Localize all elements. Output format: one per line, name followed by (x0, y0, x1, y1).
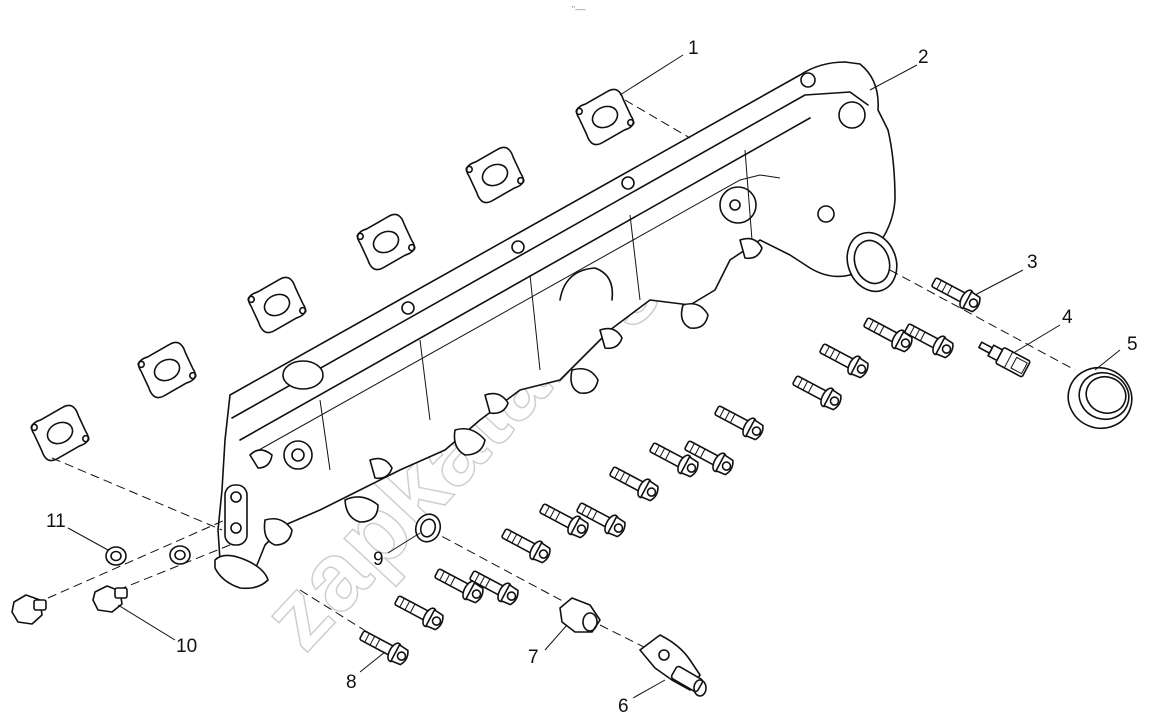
leader-lines (67, 54, 1121, 699)
callout-3: 3 (1027, 252, 1038, 273)
outlet-flange-ring (1067, 366, 1133, 430)
callout-7: 7 (528, 647, 539, 668)
callout-5: 5 (1127, 334, 1138, 355)
temperature-sensor (978, 341, 1031, 378)
manifold-housing (214, 61, 898, 590)
callout-1: 1 (688, 38, 699, 59)
elbow-fitting (639, 634, 707, 697)
callout-8: 8 (346, 672, 357, 693)
washers (105, 545, 191, 566)
callout-labels: 1 2 3 4 5 6 7 8 9 10 11 (46, 38, 1138, 717)
plugs (11, 585, 128, 625)
callout-2: 2 (918, 47, 929, 68)
callout-6: 6 (618, 696, 629, 717)
seal-ring (414, 513, 442, 543)
gaskets (30, 88, 635, 462)
callout-9: 9 (373, 549, 384, 570)
hex-nut (559, 597, 601, 633)
callout-10: 10 (176, 636, 197, 657)
top-mark: "-— (572, 5, 586, 14)
callout-11: 11 (46, 511, 66, 532)
callout-4: 4 (1062, 307, 1073, 328)
